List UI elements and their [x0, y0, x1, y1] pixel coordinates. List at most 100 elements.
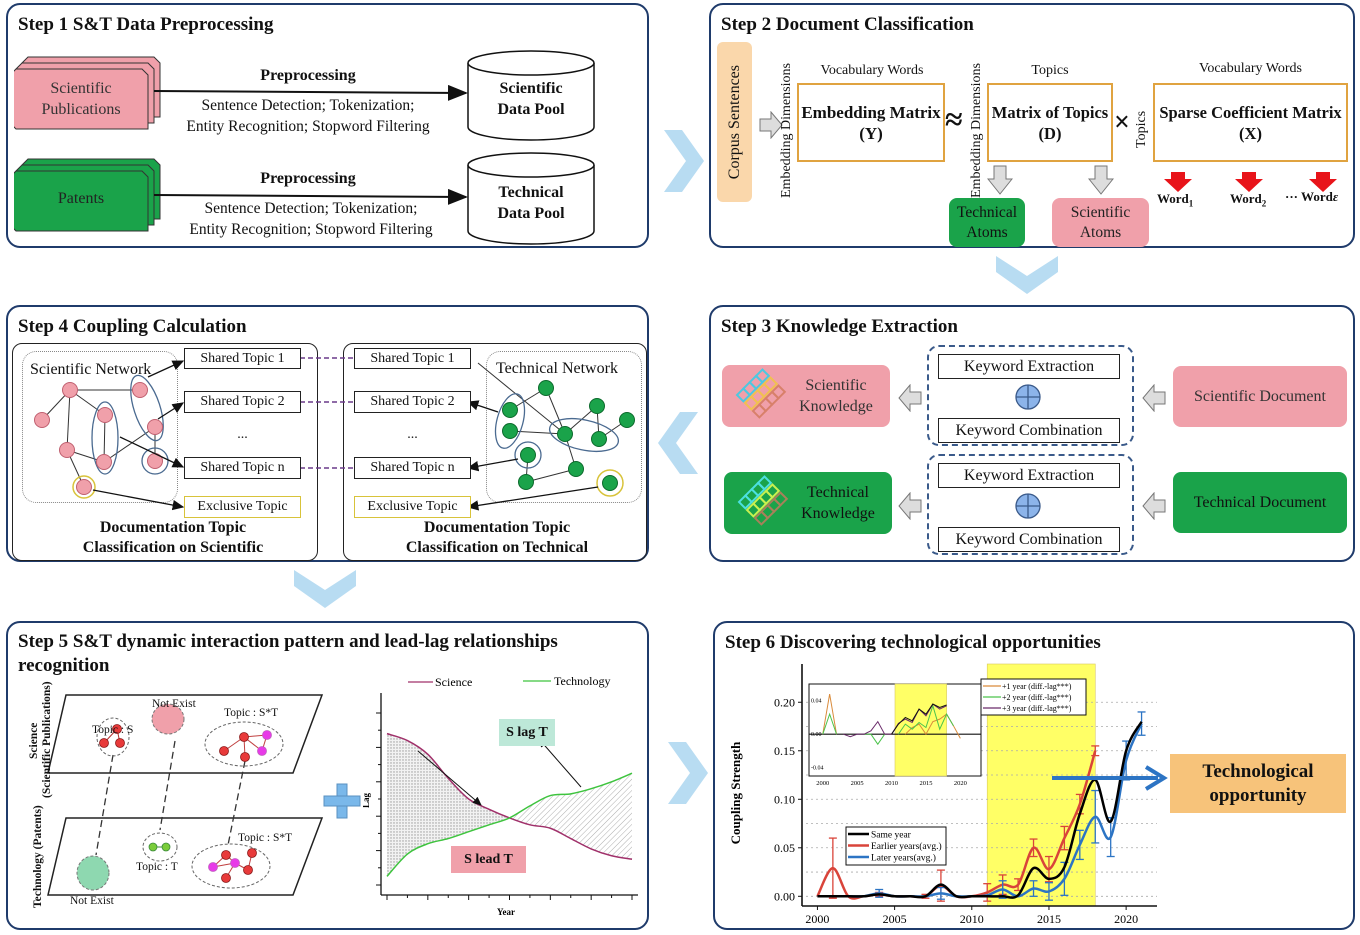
coupling-network-graphics: [34, 357, 635, 511]
technical-network-region: [486, 351, 642, 503]
caption-line: Documentation Topic: [99, 519, 247, 536]
steps-line: Entity Recognition; Stopword Filtering: [189, 221, 433, 238]
knowledge-blocks-icon: [735, 368, 787, 419]
scientific-edges: [41, 389, 156, 488]
arrow-left-icon: [898, 492, 922, 520]
steps-line: Entity Recognition; Stopword Filtering: [186, 118, 430, 135]
legend-entry: Earlier years(avg.): [871, 841, 942, 852]
scientific-clusters: [91, 374, 169, 475]
word-sub: ε: [1332, 189, 1339, 204]
legend-entry: Later years(avg.): [871, 853, 936, 864]
matrix-name: Sparse Coefficient Matrix: [1159, 102, 1342, 122]
title-line: Step 5 S&T dynamic interaction pattern a…: [18, 631, 558, 652]
technical-subpanel: [343, 343, 647, 561]
approx-symbol: ≈: [945, 101, 963, 137]
matrix-of-topics: Matrix of Topics (D): [987, 83, 1113, 162]
exclusive-node-ring: [72, 475, 96, 499]
knowledge-line: Technical: [807, 484, 869, 501]
scientific-caption: Documentation Topic Classification on Sc…: [28, 518, 318, 558]
legend-science: Science: [435, 675, 472, 689]
matrix-symbol: (X): [1239, 123, 1262, 143]
step2-title: Step 2 Document Classification: [721, 14, 974, 35]
knowledge-line: Knowledge: [801, 505, 875, 522]
lead-area: [387, 733, 510, 877]
matrix-symbol: (Y): [859, 123, 883, 143]
plane-line: Science: [28, 722, 40, 759]
scientific-nodes: [34, 382, 163, 495]
preprocessing-label: Preprocessing: [260, 67, 356, 84]
combine-plus-icon: [1015, 493, 1041, 519]
inset-legend-entry: +3 year (diff.-lag***): [1002, 704, 1072, 713]
red-arrow-down-icon: [1164, 172, 1192, 192]
legend-technology: Technology: [554, 674, 610, 688]
title-line: recognition: [18, 655, 110, 676]
scientific-document-box: Scientific Document: [1173, 366, 1347, 427]
pool-line: Data Pool: [497, 101, 565, 118]
word-sub: 1: [1188, 198, 1194, 209]
technological-opportunity-box: Technological opportunity: [1170, 754, 1346, 813]
technology-plane-label: Technology (Patents): [32, 805, 44, 908]
step5-panel: Step 5 S&T dynamic interaction pattern a…: [6, 621, 649, 930]
scientific-data-pool-label: Scientific Data Pool: [468, 78, 594, 120]
scientific-atoms-box: Scientific Atoms: [1052, 198, 1149, 247]
technical-data-pool-label: Technical Data Pool: [468, 182, 594, 224]
topic-st-label: Topic : S*T: [238, 832, 293, 844]
s-lag-t-badge: S lag T: [499, 719, 555, 746]
inset-legend-entry: +1 year (diff.-lag***): [1002, 682, 1072, 691]
arrow-right-icon: [759, 111, 783, 139]
shared-topic-ellipsis: ...: [407, 427, 418, 442]
topic-t-label: Topic : T: [136, 861, 178, 873]
word-epsilon-label: ··· Wordε: [1285, 189, 1338, 205]
patents-label: Patents: [57, 190, 105, 207]
technical-caption: Documentation Topic Classification on Te…: [348, 518, 646, 558]
preprocessing-steps: Sentence Detection; Tokenization; Entity…: [158, 95, 458, 137]
keyword-group: [927, 454, 1134, 555]
exclusive-topic-box: Exclusive Topic: [354, 496, 471, 518]
shared-topic-box: Shared Topic n: [354, 457, 471, 479]
caption-line: Classification on Technical: [405, 539, 589, 556]
inset-x-tick-label: 2010: [885, 780, 898, 787]
preprocessing-steps: Sentence Detection; Tokenization; Entity…: [161, 198, 461, 240]
atoms-line: Scientific: [1070, 203, 1131, 221]
x-tick-label: 2010: [960, 912, 984, 926]
embedding-dimensions-label: Embedding Dimensions: [779, 63, 794, 198]
word-text: Word: [1157, 191, 1189, 206]
y-tick-label: 0.10: [774, 792, 795, 806]
preprocessing-label: Preprocessing: [260, 170, 356, 187]
scientific-network-label: Scientific Network: [30, 361, 152, 378]
ellipsis: ···: [1285, 189, 1299, 204]
series-line: [817, 721, 1143, 899]
preprocessing-arrows: [153, 84, 468, 205]
shared-topic-ellipsis: ...: [237, 427, 248, 442]
inset-legend: +1 year (diff.-lag***) +2 year (diff.-lag…: [980, 678, 1087, 716]
not-exist-label: Not Exist: [152, 698, 196, 710]
atoms-line: Atoms: [966, 223, 1008, 241]
y-tick-label: 0.00: [774, 889, 795, 903]
inset-series-line: [898, 704, 954, 735]
inset-x-tick-label: 2015: [919, 780, 932, 787]
technical-atoms-box: Technical Atoms: [949, 198, 1025, 247]
scientific-network-region: [22, 351, 178, 503]
keyword-combination-box: Keyword Combination: [938, 418, 1120, 443]
inset-y-tick-label: 0.00: [811, 732, 822, 738]
inset-highlight: [894, 683, 947, 777]
step3-panel: Step 3 Knowledge Extraction Scientific K…: [709, 305, 1355, 562]
scientific-data-pool-cylinder: [467, 50, 595, 141]
y-tick-label: 0.20: [774, 695, 795, 709]
steps-line: Sentence Detection; Tokenization;: [204, 200, 418, 217]
technical-clusters: [494, 393, 620, 469]
inset-legend-entry: +2 year (diff.-lag***): [1002, 693, 1072, 702]
patents-stack: [14, 158, 161, 232]
scientific-subpanel: [12, 343, 318, 561]
steps-line: Sentence Detection; Tokenization;: [201, 97, 415, 114]
topic-st-label: Topic : S*T: [224, 707, 279, 719]
x-tick-label: 2015: [1037, 912, 1061, 926]
lead-pointer-arrow: [417, 750, 482, 806]
arrow-to-technical-pool: [153, 188, 468, 205]
inset-series-line: [822, 712, 837, 735]
inset-x-tick-label: 2005: [851, 780, 864, 787]
legend-entry: Same year: [871, 831, 912, 841]
atoms-line: Technical: [956, 203, 1018, 221]
topic-s-label: Topic : S: [92, 724, 134, 736]
word-2-label: Word2: [1230, 191, 1266, 209]
